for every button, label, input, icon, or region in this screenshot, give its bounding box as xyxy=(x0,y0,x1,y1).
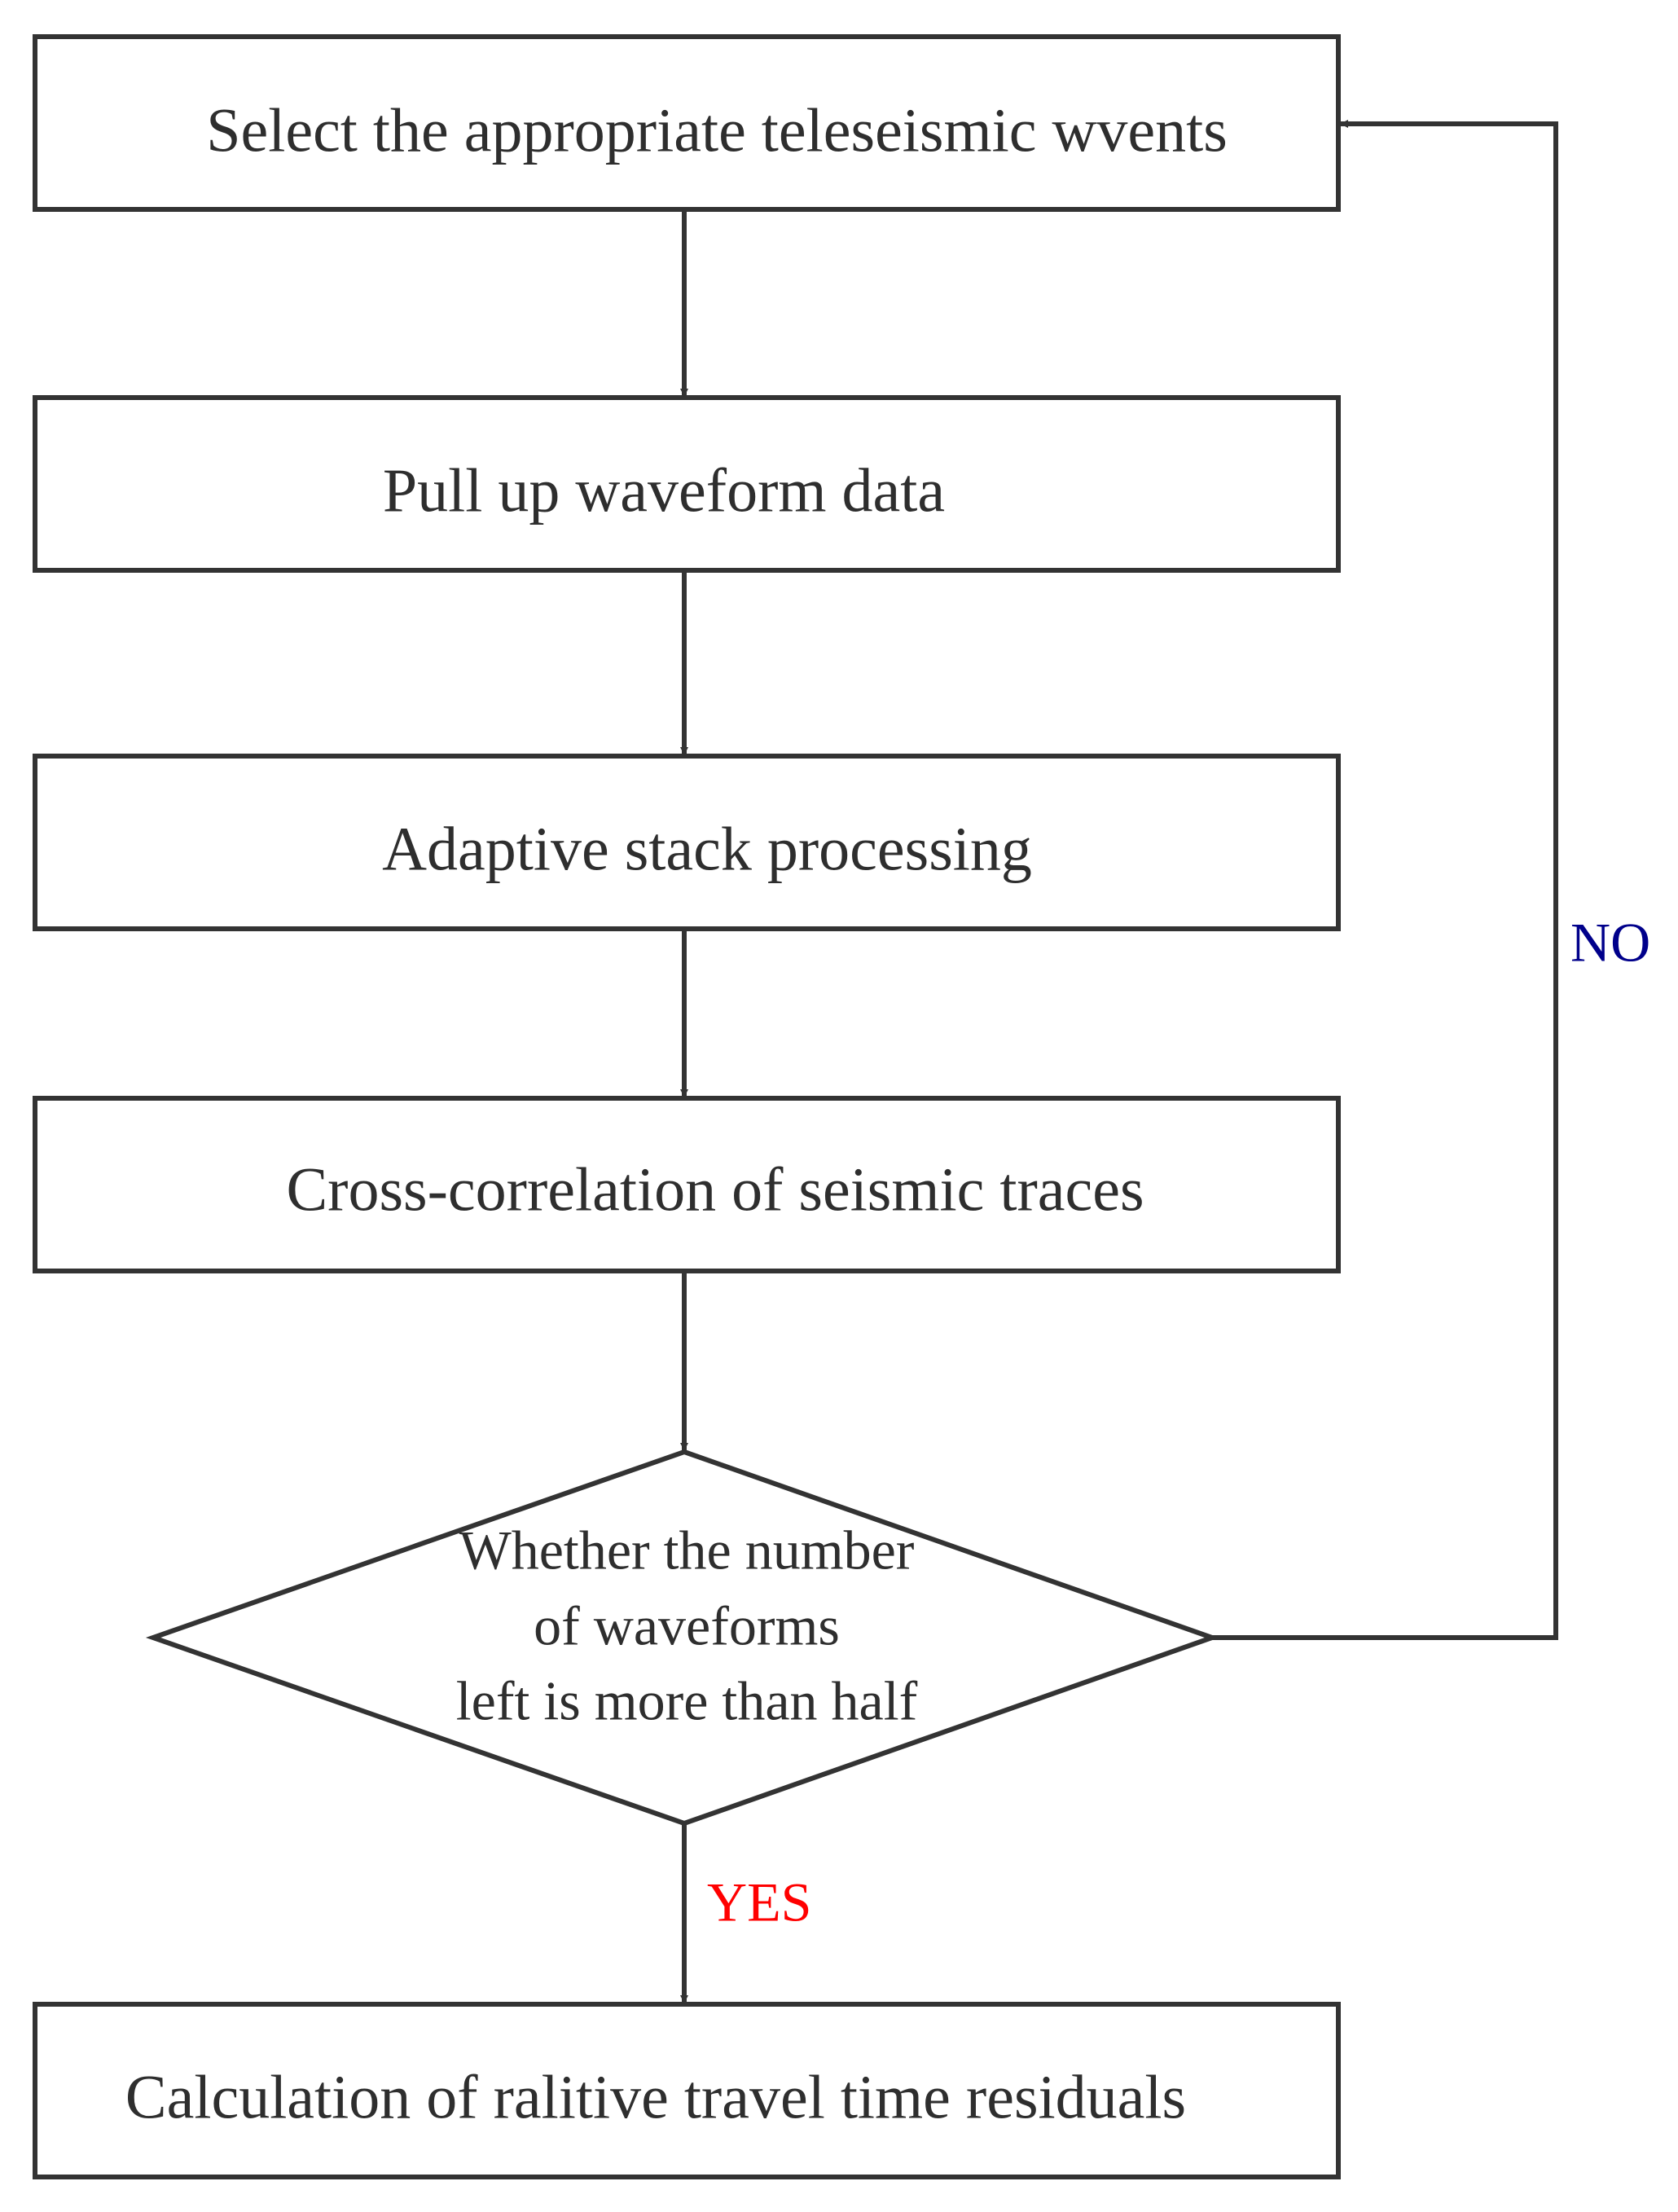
step-label: Adaptive stack processing xyxy=(382,815,1032,883)
step-cross-correlation: Cross-correlation of seismic traces xyxy=(33,1096,1341,1273)
decision-line-1: Whether the number xyxy=(459,1519,915,1581)
step-box xyxy=(33,2002,1341,2179)
step-box xyxy=(33,754,1341,931)
step-label: Pull up waveform data xyxy=(383,456,945,525)
step-label: Cross-correlation of seismic traces xyxy=(286,1155,1144,1224)
decision-node: Whether the number of waveforms left is … xyxy=(145,1449,1220,1827)
arrow-decision-no-loop xyxy=(1212,120,1558,1640)
step-pull-waveform: Pull up waveform data xyxy=(33,395,1341,573)
step-label: Select the appropriate teleseismic wvent… xyxy=(206,96,1228,165)
step-box xyxy=(33,34,1341,212)
branch-no-label: NO xyxy=(1570,912,1650,974)
step-box xyxy=(33,1096,1341,1273)
step-calculation: Calculation of ralitive travel time resi… xyxy=(33,2002,1341,2179)
decision-line-3: left is more than half xyxy=(456,1670,918,1732)
step-adaptive-stack: Adaptive stack processing xyxy=(33,754,1341,931)
connectors xyxy=(680,120,1558,2003)
step-select-events: Select the appropriate teleseismic wvent… xyxy=(33,34,1341,212)
step-label: Calculation of ralitive travel time resi… xyxy=(125,2063,1186,2131)
step-box xyxy=(33,395,1341,573)
decision-line-2: of waveforms xyxy=(534,1595,840,1657)
branch-yes-label: YES xyxy=(707,1871,811,1933)
